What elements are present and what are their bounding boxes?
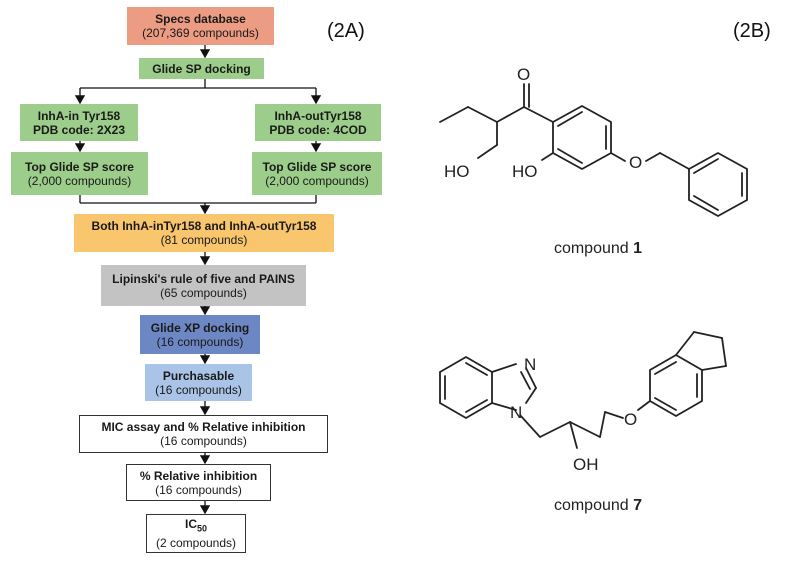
c7-caption-text: compound <box>553 497 634 514</box>
c1-ether-o: O <box>629 153 642 172</box>
top-right-title: Top Glide SP score <box>262 159 372 174</box>
c1-caption-text: compound <box>553 240 634 257</box>
mic-count: (16 compounds) <box>160 434 247 448</box>
compound-7-caption: compound 7 <box>518 497 678 515</box>
top-right-count: (2,000 compounds) <box>265 173 369 188</box>
c7-imidazole-n: N <box>524 355 536 374</box>
inha-in-pdb: PDB code: 2X23 <box>32 122 126 137</box>
c7-caption-number: 7 <box>633 497 643 514</box>
box-specs-database: Specs database (207,369 compounds) <box>127 7 274 45</box>
ic50-subscript: 50 <box>196 523 207 534</box>
ic50-title: IC50 <box>185 517 207 535</box>
inha-out-pdb: PDB code: 4COD <box>269 122 367 137</box>
glide-xp-title: Glide XP docking <box>150 320 250 335</box>
box-inha-out: InhA-outTyr158 PDB code: 4COD <box>255 104 381 141</box>
panel-label-2a: (2A) <box>327 20 365 42</box>
ic50-label: IC <box>184 517 197 532</box>
both-count: (81 compounds) <box>160 233 248 247</box>
box-top-sp-left: Top Glide SP score (2,000 compounds) <box>11 152 148 195</box>
glide-sp-title: Glide SP docking <box>152 61 251 76</box>
box-ic50: IC50 (2 compounds) <box>146 514 246 553</box>
lipinski-count: (65 compounds) <box>160 285 247 300</box>
lipinski-title: Lipinski's rule of five and PAINS <box>112 271 295 286</box>
box-lipinski: Lipinski's rule of five and PAINS (65 co… <box>101 265 306 306</box>
purchasable-count: (16 compounds) <box>155 382 242 397</box>
box-mic-assay: MIC assay and % Relative inhibition (16 … <box>79 415 328 453</box>
inha-out-title: InhA-outTyr158 <box>274 108 362 123</box>
c7-ether-o: O <box>624 410 637 429</box>
top-left-count: (2,000 compounds) <box>27 173 132 188</box>
panel-label-2b: (2B) <box>733 20 771 42</box>
glide-xp-count: (16 compounds) <box>156 334 244 349</box>
c1-caption-number: 1 <box>633 240 643 257</box>
box-top-sp-right: Top Glide SP score (2,000 compounds) <box>252 152 382 195</box>
c7-hydroxyl: OH <box>573 455 599 474</box>
c7-imidazole-n1: N <box>510 403 522 422</box>
top-left-title: Top Glide SP score <box>25 159 134 174</box>
c1-ho-phenol: HO <box>512 162 538 181</box>
c1-ho-left: HO <box>444 162 470 181</box>
box-glide-sp: Glide SP docking <box>139 58 264 79</box>
specs-title: Specs database <box>155 12 246 26</box>
ic50-count: (2 compounds) <box>155 535 237 550</box>
rel-title: % Relative inhibition <box>139 468 258 483</box>
specs-count: (207,369 compounds) <box>142 26 259 40</box>
c1-carbonyl-o: O <box>517 65 530 84</box>
mic-title: MIC assay and % Relative inhibition <box>101 420 306 434</box>
compound-1-caption: compound 1 <box>518 240 678 258</box>
box-inha-in: InhA-in Tyr158 PDB code: 2X23 <box>20 104 138 141</box>
box-relative-inhibition: % Relative inhibition (16 compounds) <box>126 464 271 501</box>
rel-count: (16 compounds) <box>155 482 242 497</box>
inha-in-title: InhA-in Tyr158 <box>37 108 121 123</box>
box-both-inha: Both InhA-inTyr158 and InhA-outTyr158 (8… <box>74 214 334 252</box>
purchasable-title: Purchasable <box>162 368 235 383</box>
box-purchasable: Purchasable (16 compounds) <box>145 364 252 401</box>
both-title: Both InhA-inTyr158 and InhA-outTyr158 <box>91 219 317 233</box>
box-glide-xp: Glide XP docking (16 compounds) <box>140 315 260 354</box>
